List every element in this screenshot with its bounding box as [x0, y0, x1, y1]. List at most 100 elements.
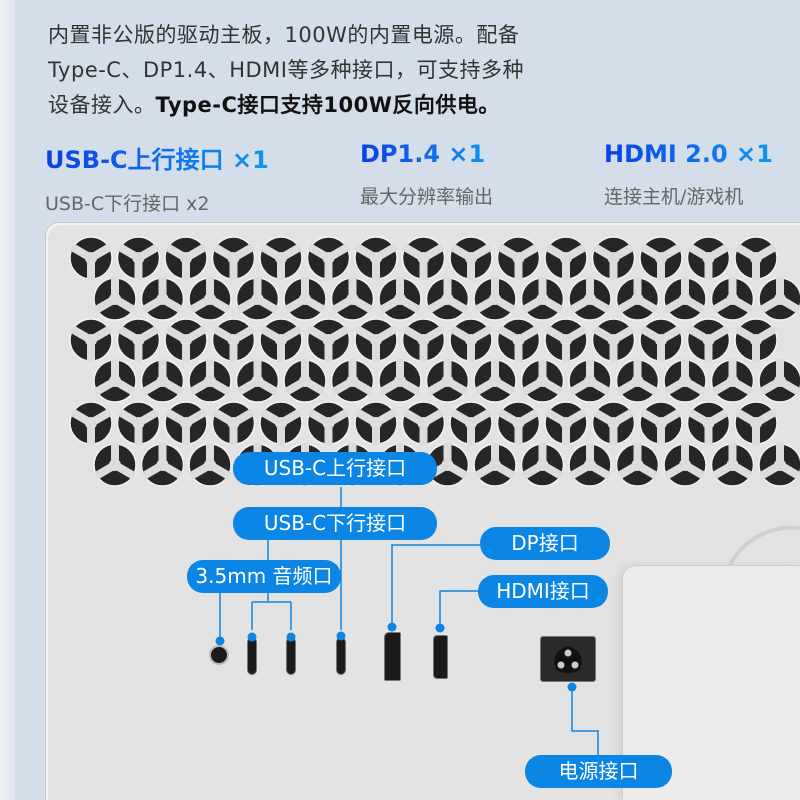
vent-hole — [188, 359, 232, 403]
vent-hole — [639, 401, 683, 445]
vent-hole — [401, 318, 446, 362]
vent-hole — [734, 318, 778, 362]
spec-dp: DP1.4 ×1 最大分辨率输出 — [360, 140, 493, 209]
intro-line-1: 内置非公版的驱动主板，100W的内置电源。配备 — [48, 23, 520, 47]
vent-hole — [306, 401, 351, 445]
vent-hole — [259, 318, 303, 362]
vent-hole — [306, 236, 351, 280]
vent-hole — [615, 277, 660, 321]
vent-hole — [164, 236, 208, 280]
vent-hole — [758, 443, 800, 487]
vent-hole — [591, 318, 636, 362]
vent-hole — [354, 401, 398, 445]
vent-hole — [663, 277, 707, 321]
spec-title: USB-C上行接口 ×1 — [45, 140, 269, 175]
power-inlet-port — [540, 636, 596, 682]
vent-hole — [520, 359, 565, 403]
label-dp: DP接口 — [480, 527, 610, 560]
vent-hole — [663, 359, 707, 403]
vent-hole — [473, 359, 517, 403]
intro-line-3: 设备接入。Type-C接口支持100W反向供电。 — [48, 88, 608, 123]
vent-hole — [663, 443, 707, 487]
vent-hole — [520, 277, 565, 321]
vent-hole — [710, 359, 755, 403]
vent-hole — [211, 236, 256, 280]
power-inlet-icon — [554, 646, 582, 673]
vent-hole — [140, 277, 185, 321]
vent-hole — [710, 277, 755, 321]
vent-hole — [758, 359, 800, 403]
vent-hole — [686, 401, 731, 445]
vent-hole — [283, 359, 327, 403]
left-edge — [0, 0, 15, 800]
vent-hole — [734, 236, 778, 280]
vent-hole — [496, 318, 541, 362]
vent-hole — [330, 359, 375, 403]
vent-hole — [544, 318, 588, 362]
vent-hole — [544, 236, 588, 280]
vent-hole — [259, 236, 303, 280]
spec-subtitle: 最大分辨率输出 — [360, 186, 494, 208]
vent-hole — [568, 443, 612, 487]
vent-hole — [473, 277, 517, 321]
audio-jack-port — [209, 645, 229, 665]
vent-hole — [330, 277, 375, 321]
vent-hole — [116, 401, 161, 445]
vent-hole — [164, 318, 208, 362]
vent-hole — [211, 401, 256, 445]
vent-hole — [758, 277, 800, 321]
vent-hole — [591, 401, 636, 445]
vent-hole — [354, 318, 398, 362]
vent-hole — [164, 401, 208, 445]
vent-hole — [496, 401, 541, 445]
vent-hole — [473, 443, 517, 487]
vent-hole — [639, 236, 683, 280]
vent-hole — [496, 236, 541, 280]
vent-hole — [615, 359, 660, 403]
spec-title: HDMI 2.0 ×1 — [604, 140, 773, 168]
vent-hole — [140, 359, 185, 403]
vent-hole — [425, 443, 470, 487]
spec-usbc: USB-C上行接口 ×1 USB-C下行接口 x2 — [45, 140, 269, 216]
intro-line-3-bold: Type-C接口支持100W反向供电。 — [155, 93, 500, 117]
label-hdmi: HDMI接口 — [478, 575, 608, 608]
vent-hole — [188, 443, 232, 487]
label-usbc-upstream: USB-C上行接口 — [233, 452, 437, 485]
vent-hole — [449, 318, 493, 362]
vent-hole — [211, 318, 256, 362]
label-power: 电源接口 — [525, 755, 672, 788]
vent-hole — [686, 236, 731, 280]
vent-hole — [686, 318, 731, 362]
vent-hole — [283, 277, 327, 321]
spec-hdmi: HDMI 2.0 ×1 连接主机/游戏机 — [604, 140, 773, 209]
vent-hole — [568, 277, 612, 321]
vent-hole — [378, 277, 422, 321]
label-audio-jack: 3.5mm 音频口 — [187, 560, 341, 593]
vent-hole — [734, 401, 778, 445]
vent-hole — [69, 318, 113, 362]
intro-text: 内置非公版的驱动主板，100W的内置电源。配备 Type-C、DP1.4、HDM… — [48, 18, 608, 123]
vent-hole — [69, 236, 113, 280]
vent-hole — [401, 401, 446, 445]
dp-port — [384, 632, 401, 681]
vent-hole — [354, 236, 398, 280]
label-usbc-downstream: USB-C下行接口 — [233, 507, 437, 540]
vent-hole — [591, 236, 636, 280]
vent-hole — [639, 318, 683, 362]
vent-hole — [306, 318, 351, 362]
spec-subtitle: 连接主机/游戏机 — [604, 186, 744, 208]
vent-hole — [425, 359, 470, 403]
vent-hole — [116, 236, 161, 280]
vent-hole — [188, 277, 232, 321]
vent-hole — [710, 443, 755, 487]
vent-hole — [378, 359, 422, 403]
vent-hole — [93, 277, 137, 321]
vent-hole — [235, 277, 280, 321]
spec-subtitle: USB-C下行接口 x2 — [45, 193, 210, 215]
vent-hole — [449, 236, 493, 280]
vent-hole — [615, 443, 660, 487]
vent-hole — [140, 443, 185, 487]
vent-hole — [425, 277, 470, 321]
